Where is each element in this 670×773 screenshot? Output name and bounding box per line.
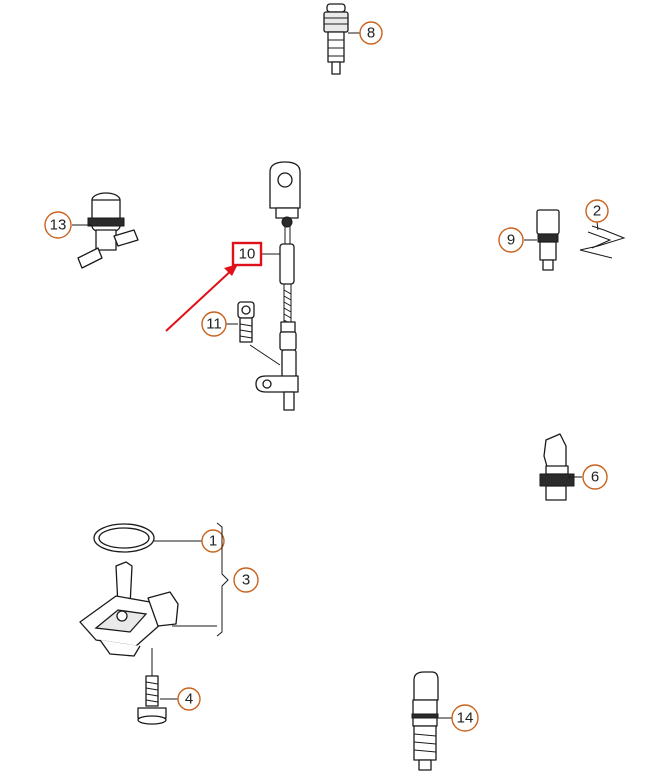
callout-4-label: 4: [185, 691, 193, 708]
callout-11[interactable]: 11: [201, 311, 227, 337]
highlight-box: [231, 241, 263, 267]
callout-6[interactable]: 6: [582, 464, 608, 490]
callout-10[interactable]: 10: [231, 241, 280, 267]
bracket-3: [172, 522, 229, 637]
red-pointer-arrow: [165, 264, 238, 332]
callout-4[interactable]: 4: [177, 687, 201, 711]
callout-2-label: 2: [593, 203, 601, 220]
callout-11-label: 11: [206, 316, 222, 333]
part-3-oil-level-sensor[interactable]: [79, 561, 179, 657]
callout-9[interactable]: 9: [498, 227, 524, 253]
callout-6-label: 6: [591, 469, 599, 486]
part-8-sensor[interactable]: [323, 3, 360, 75]
part-9-switch[interactable]: [524, 209, 560, 271]
callout-13[interactable]: 13: [44, 211, 72, 239]
callout-8[interactable]: 8: [359, 21, 383, 45]
callout-2[interactable]: 2: [585, 199, 609, 223]
callout-1[interactable]: 1: [201, 529, 225, 553]
callout-14[interactable]: 14: [451, 704, 479, 732]
part-2-clip[interactable]: [579, 221, 626, 259]
callout-10-label: 10: [239, 246, 256, 263]
part-1-o-ring[interactable]: [93, 523, 202, 553]
part-14-sensor[interactable]: [411, 671, 452, 771]
callout-3-label: 3: [242, 572, 250, 589]
callout-3[interactable]: 3: [233, 567, 259, 593]
part-10-sensor-harness[interactable]: [249, 161, 301, 411]
callout-14-label: 14: [457, 710, 474, 727]
callout-9-label: 9: [507, 232, 515, 249]
part-11-bolt[interactable]: [226, 301, 255, 343]
part-4-bolt[interactable]: [137, 648, 178, 725]
part-6-sensor[interactable]: [539, 433, 582, 501]
callout-13-label: 13: [50, 217, 67, 234]
callout-8-label: 8: [367, 25, 375, 42]
callout-1-label: 1: [209, 533, 217, 550]
part-13-valve[interactable]: [72, 192, 139, 269]
